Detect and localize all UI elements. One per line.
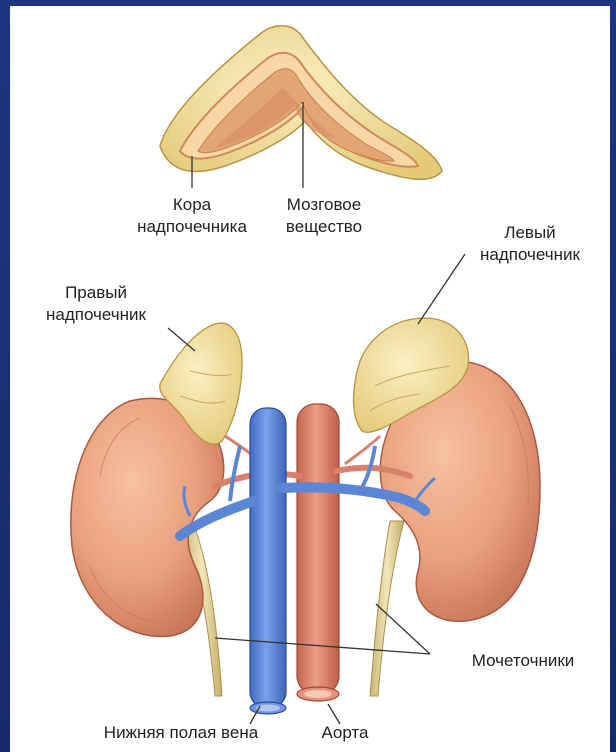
right-adrenal-pointer: [168, 328, 195, 351]
medulla-label-line1: Мозговое: [274, 194, 374, 216]
cortex-label: Кора надпочечника: [132, 194, 252, 238]
ureters-label: Мочеточники: [458, 650, 588, 672]
aorta-pointer: [328, 704, 340, 724]
ureters: [182, 521, 404, 696]
anatomy-illustration: [10, 6, 610, 752]
right-adrenal-label-line1: Правый: [36, 282, 156, 304]
medulla-label-line2: вещество: [274, 216, 374, 238]
adrenal-cross-section: [160, 26, 442, 180]
left-adrenal-label-line1: Левый: [470, 222, 590, 244]
left-adrenal-pointer: [418, 254, 465, 324]
medulla-label: Мозговое вещество: [274, 194, 374, 238]
left-adrenal-label: Левый надпочечник: [470, 222, 590, 266]
cortex-label-line1: Кора: [132, 194, 252, 216]
cortex-label-line2: надпочечника: [132, 216, 252, 238]
left-adrenal-label-line2: надпочечник: [470, 244, 590, 266]
right-adrenal-label: Правый надпочечник: [36, 282, 156, 326]
ivc-label: Нижняя полая вена: [96, 722, 266, 744]
diagram-panel: Кора надпочечника Мозговое вещество Левы…: [10, 6, 610, 752]
right-adrenal-label-line2: надпочечник: [36, 304, 156, 326]
aorta-label: Аорта: [310, 722, 380, 744]
